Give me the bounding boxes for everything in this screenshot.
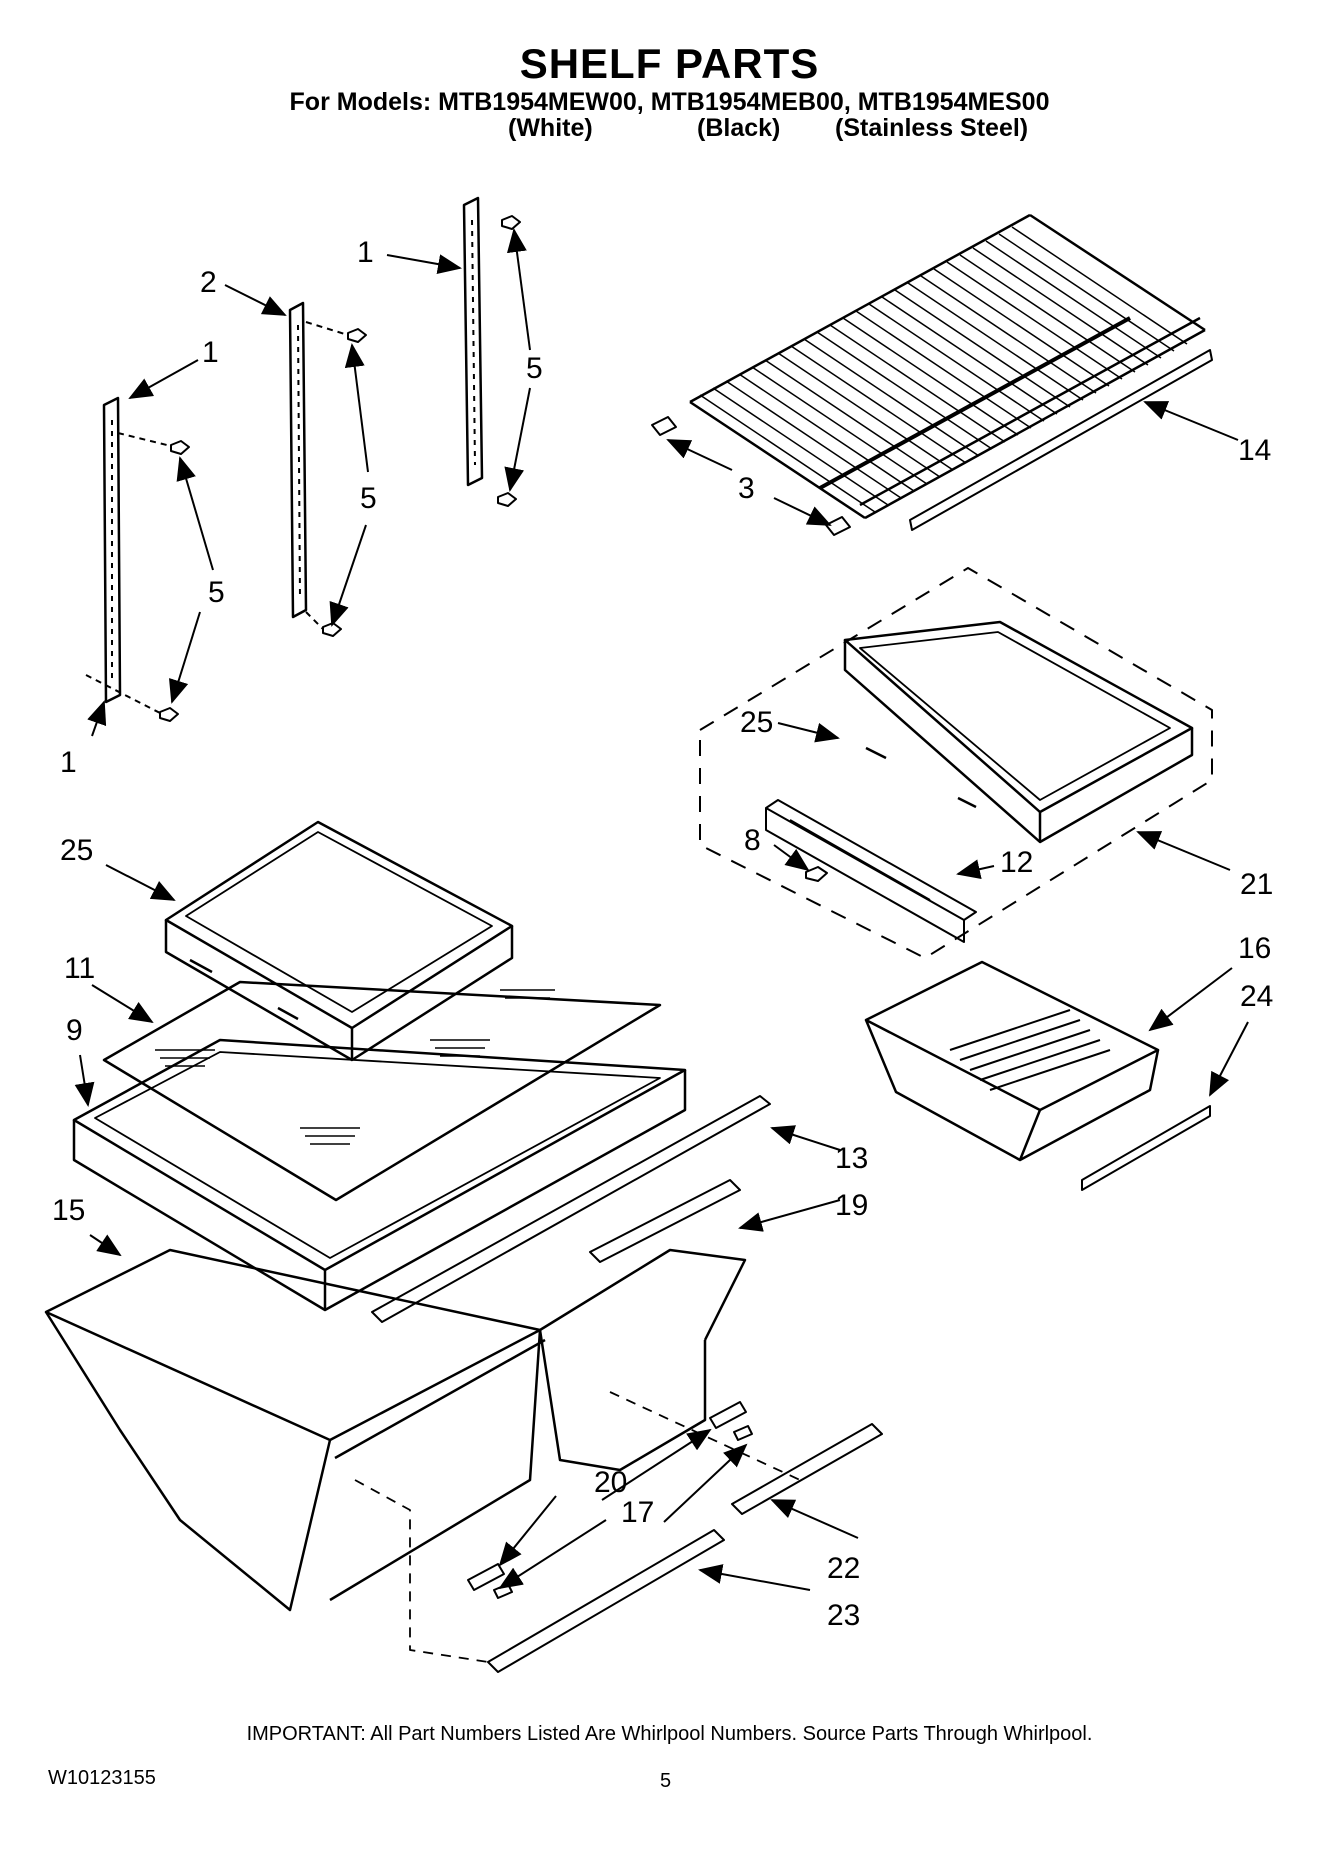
- callout-22: 22: [827, 1552, 860, 1585]
- drawer-trim-24: [1081, 1105, 1211, 1191]
- callout-5-middle: 5: [360, 482, 377, 515]
- callout-13: 13: [835, 1142, 868, 1175]
- trim-13: [371, 1095, 771, 1323]
- shelf-frame: [72, 1038, 687, 1312]
- callout-24: 24: [1240, 980, 1273, 1013]
- important-note: IMPORTANT: All Part Numbers Listed Are W…: [246, 1723, 1093, 1745]
- shelf-support-middle: [288, 301, 308, 619]
- callout-1-lower: 1: [60, 746, 77, 779]
- crisper-cover-25: [164, 820, 514, 1062]
- callout-3: 3: [738, 472, 755, 505]
- wire-shelf: [689, 213, 1213, 531]
- callout-12: 12: [1000, 846, 1033, 879]
- meat-drawer: [864, 960, 1160, 1162]
- callout-2: 2: [200, 266, 217, 299]
- callout-19: 19: [835, 1189, 868, 1222]
- screw-8: [805, 866, 828, 882]
- trim-23: [487, 1529, 725, 1673]
- shelf-support-right: [462, 196, 484, 487]
- callout-14: 14: [1238, 434, 1271, 467]
- callout-23: 23: [827, 1599, 860, 1632]
- crisper-drawer-right: [538, 1248, 747, 1472]
- callout-5-right: 5: [526, 352, 543, 385]
- variant-stainless: (Stainless Steel): [835, 114, 1029, 142]
- crisper-cover-21: [843, 620, 1194, 844]
- glass-shelf: [102, 980, 662, 1202]
- cover-frame-12: [765, 799, 977, 943]
- callout-20: 20: [594, 1466, 627, 1499]
- callout-21: 21: [1240, 868, 1273, 901]
- trim-22: [731, 1423, 883, 1515]
- callout-17: 17: [621, 1496, 654, 1529]
- callout-11: 11: [64, 952, 95, 985]
- callout-16: 16: [1238, 932, 1271, 965]
- callout-1-top: 1: [357, 236, 374, 269]
- models-line: For Models: MTB1954MEW00, MTB1954MEB00, …: [289, 88, 1050, 116]
- callout-1-upper: 1: [202, 336, 219, 369]
- callout-25-assembly: 25: [740, 706, 773, 739]
- crisper-drawer-left: [44, 1248, 546, 1612]
- callout-25: 25: [60, 834, 93, 867]
- variant-white: (White): [508, 114, 593, 142]
- shelf-end-caps: [651, 416, 851, 536]
- callout-15: 15: [52, 1194, 85, 1227]
- callout-9: 9: [66, 1014, 83, 1047]
- shelf-support-left: [102, 396, 122, 704]
- trim-19: [589, 1179, 741, 1263]
- callout-5-left: 5: [208, 576, 225, 609]
- variant-black: (Black): [697, 114, 781, 142]
- page-number: 5: [660, 1770, 672, 1792]
- page-title: SHELF PARTS: [519, 40, 820, 87]
- document-number: W10123155: [48, 1767, 156, 1789]
- assembly-21-outline: [699, 567, 1213, 959]
- screws: [85, 215, 521, 722]
- callout-8: 8: [744, 824, 761, 857]
